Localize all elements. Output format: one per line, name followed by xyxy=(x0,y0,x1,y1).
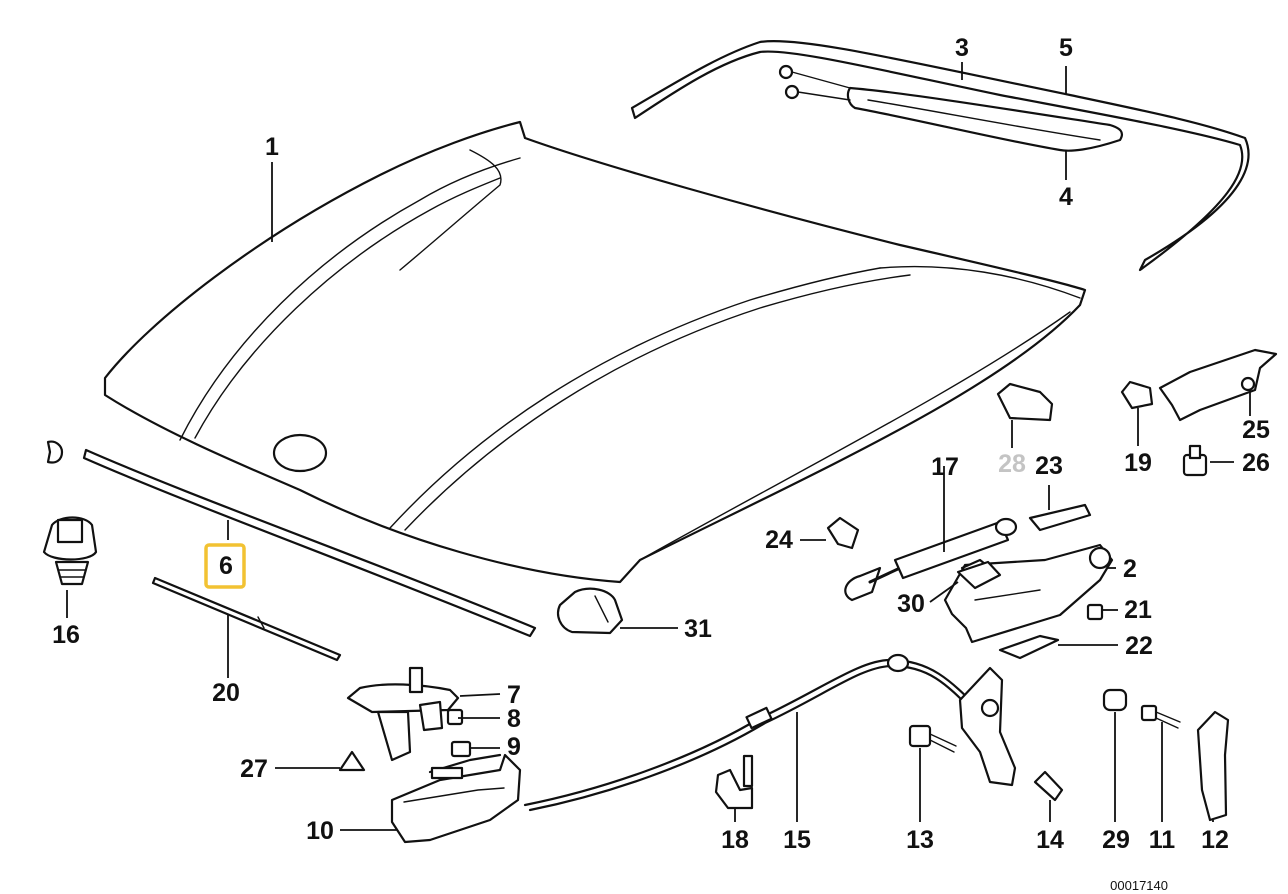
callout-7: 7 xyxy=(507,681,521,709)
callout-11: 11 xyxy=(1149,826,1176,854)
pin xyxy=(714,754,754,810)
callout-3: 3 xyxy=(955,34,969,62)
clamp xyxy=(826,516,860,550)
buffer xyxy=(556,587,624,635)
callout-23: 23 xyxy=(1035,452,1063,480)
callout-16: 16 xyxy=(52,621,80,649)
support-rod xyxy=(151,576,342,662)
callout-12: 12 xyxy=(1201,826,1229,854)
callout-labels: 1 3 5 4 6 16 20 31 7 8 9 27 10 18 15 13 … xyxy=(52,34,1270,854)
seal-set xyxy=(630,39,1250,272)
hinge-clip xyxy=(1120,380,1154,410)
callout-9: 9 xyxy=(507,733,521,761)
callout-26: 26 xyxy=(1242,449,1270,477)
callout-14: 14 xyxy=(1036,826,1064,854)
callout-20: 20 xyxy=(212,679,240,707)
catalog-number: 00017140 xyxy=(1110,878,1168,893)
hood-panel xyxy=(103,120,1087,584)
callout-25: 25 xyxy=(1242,416,1270,444)
bolt xyxy=(908,724,957,753)
cable-bracket xyxy=(958,666,1017,787)
small-bolt xyxy=(1086,603,1104,621)
callout-24: 24 xyxy=(765,526,793,554)
lock-bracket xyxy=(346,666,472,762)
release-cable xyxy=(523,653,982,812)
cap xyxy=(1033,770,1064,802)
callout-2: 2 xyxy=(1123,555,1137,583)
callout-13: 13 xyxy=(906,826,934,854)
lever xyxy=(1196,710,1230,822)
callout-31: 31 xyxy=(684,615,712,643)
callout-21: 21 xyxy=(1124,596,1152,624)
highlight-box xyxy=(204,543,246,589)
callout-17: 17 xyxy=(931,453,959,481)
hinge-bolt xyxy=(1182,444,1208,477)
callout-10: 10 xyxy=(306,817,334,845)
hinge-bracket xyxy=(1158,348,1278,422)
callout-19: 19 xyxy=(1124,449,1152,477)
callout-27: 27 xyxy=(240,755,268,783)
hinge-plate xyxy=(956,560,1002,590)
hood-lock xyxy=(390,753,522,844)
callout-28: 28 xyxy=(998,450,1026,478)
hinge xyxy=(943,543,1114,644)
trim-strip xyxy=(46,440,537,638)
callout-15: 15 xyxy=(783,826,811,854)
plate xyxy=(1028,503,1092,532)
callout-22: 22 xyxy=(1125,632,1153,660)
callout-1: 1 xyxy=(265,133,279,161)
grommet xyxy=(42,516,98,586)
callout-4: 4 xyxy=(1059,183,1073,211)
callout-5: 5 xyxy=(1059,34,1073,62)
callout-18: 18 xyxy=(721,826,749,854)
clip xyxy=(338,750,366,772)
callout-30: 30 xyxy=(897,590,925,618)
callout-8: 8 xyxy=(507,705,521,733)
callout-6: 6 xyxy=(219,552,233,580)
gas-spring xyxy=(844,517,1018,602)
bush xyxy=(1102,688,1128,712)
leader-lines xyxy=(66,62,1251,831)
callout-29: 29 xyxy=(1102,826,1130,854)
pad xyxy=(998,634,1060,660)
screw xyxy=(1140,704,1181,729)
hinge-cap xyxy=(996,382,1054,422)
